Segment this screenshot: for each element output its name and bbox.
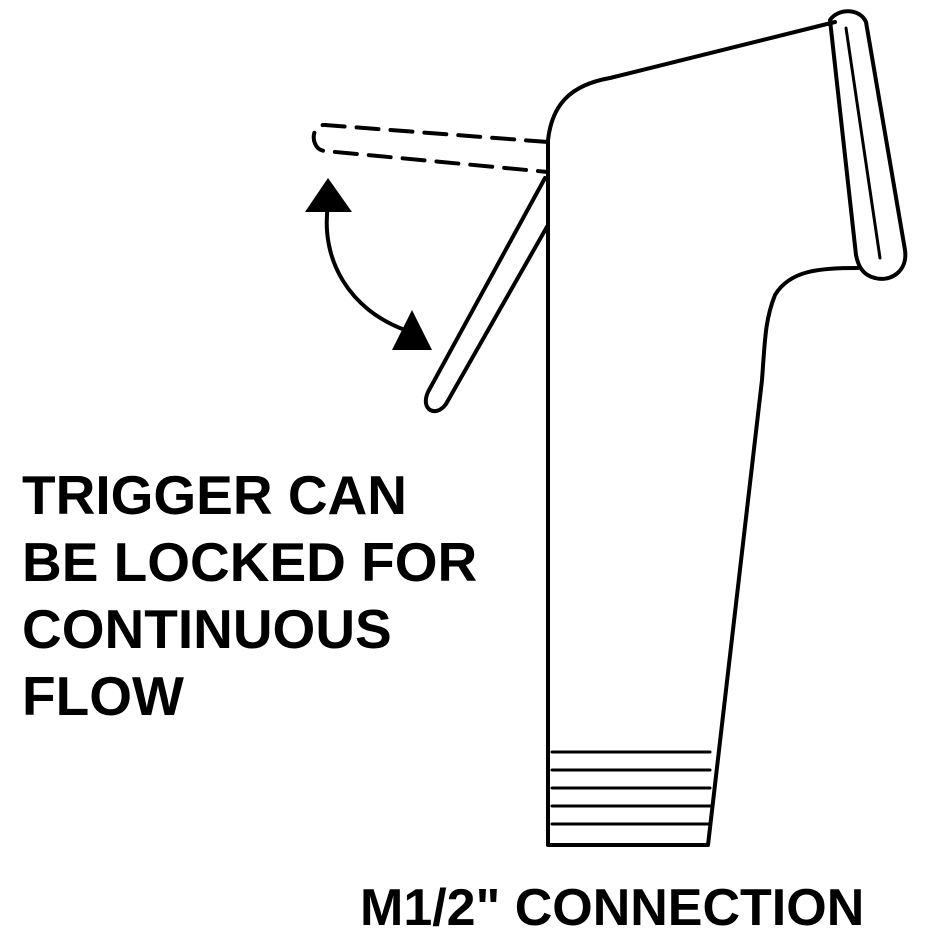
note-line: BE LOCKED FOR [22,531,478,593]
sprayer-body [546,20,860,847]
note-line: CONTINUOUS [22,598,392,660]
connection-threads [550,750,712,826]
spray-head [828,9,908,281]
note-line: FLOW [22,665,184,727]
trigger [424,176,550,414]
trigger-lock-note: TRIGGER CAN BE LOCKED FOR CONTINUOUS FLO… [22,462,477,730]
motion-arrow-arc [324,203,407,332]
note-line: TRIGGER CAN [22,464,407,526]
arrow-head-down-icon [392,310,432,350]
connection-label: M1/2" CONNECTION [360,879,865,935]
arrow-head-up-icon [305,178,352,212]
trigger-locked-position [311,123,550,174]
